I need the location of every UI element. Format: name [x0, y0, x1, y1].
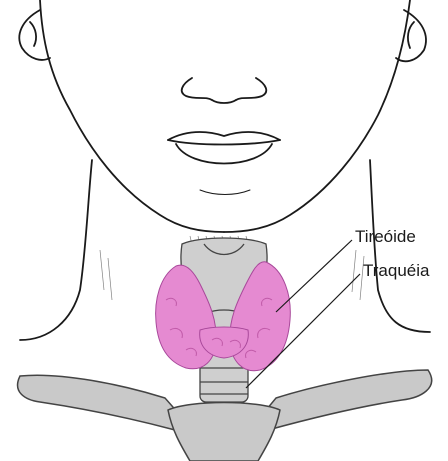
thyroid-leader-line [276, 240, 352, 312]
sternum [168, 403, 280, 461]
trachea-label: Traquéia [363, 262, 429, 279]
thyroid-label: Tireóide [355, 228, 416, 245]
